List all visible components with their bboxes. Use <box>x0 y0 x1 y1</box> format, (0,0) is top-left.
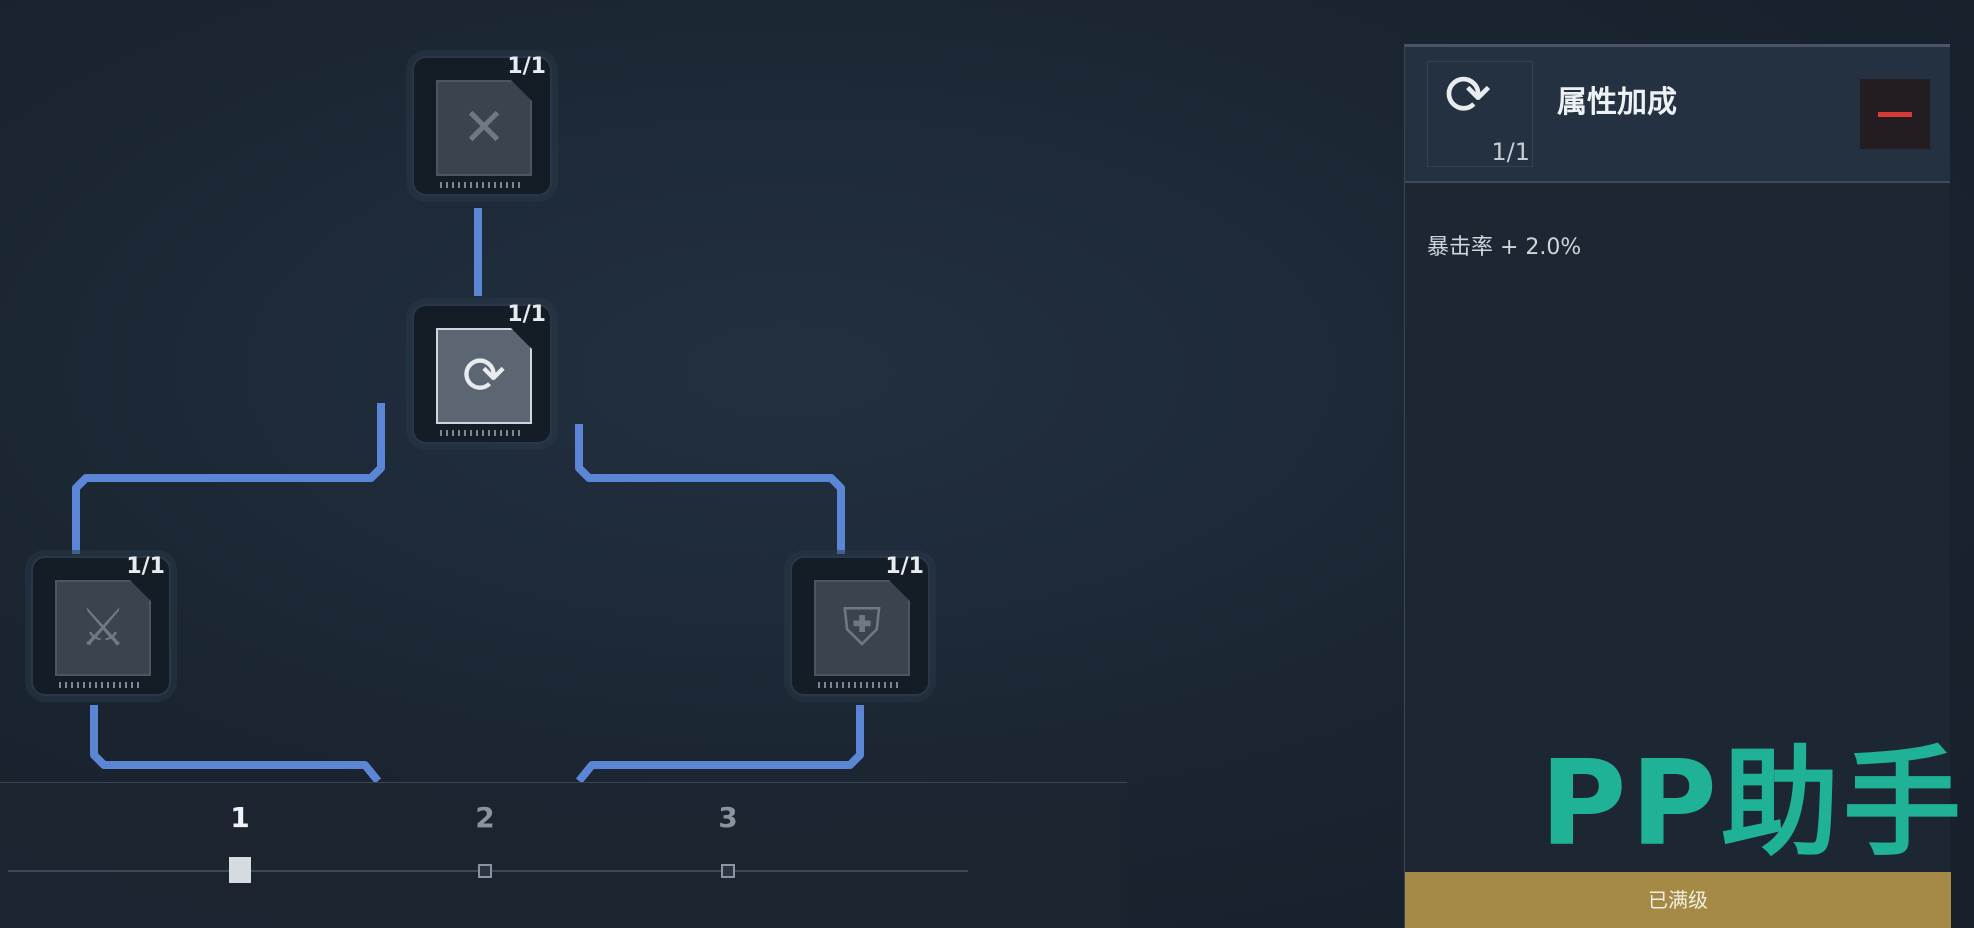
bullet-cycle-icon: ⟳ <box>1444 63 1492 128</box>
detail-level: 1/1 <box>1491 138 1530 166</box>
chip-pins <box>440 182 524 188</box>
node-level: 1/1 <box>126 554 165 579</box>
link-right-bottom <box>575 705 864 784</box>
detail-panel: ⟳ 1/1 属性加成 暴击率 + 2.0% 已满级 <box>1404 44 1951 928</box>
link-middle-right <box>575 424 845 554</box>
skill-node-left[interactable]: ⚔ 1/1 <box>31 554 171 696</box>
tier-2-dot[interactable] <box>478 864 492 878</box>
node-level: 1/1 <box>507 54 546 79</box>
skill-node-right[interactable]: ⛨ 1/1 <box>790 554 930 696</box>
chip-pins <box>818 682 902 688</box>
tier-selector: 1 2 3 <box>0 782 1127 928</box>
tier-1-label[interactable]: 1 <box>230 801 250 834</box>
detail-header: ⟳ 1/1 属性加成 <box>1405 47 1950 183</box>
watermark: PP助手 <box>1540 734 1965 872</box>
link-left-bottom <box>90 705 382 784</box>
skill-node-middle[interactable]: ⟳ 1/1 <box>412 302 552 444</box>
detail-icon-frame: ⟳ 1/1 <box>1427 61 1533 167</box>
tier-3-dot[interactable] <box>721 864 735 878</box>
detail-title: 属性加成 <box>1557 85 1677 120</box>
tier-1-handle[interactable] <box>229 857 251 883</box>
max-level-button[interactable]: 已满级 <box>1405 872 1951 928</box>
bullet-cross-icon: ✕ <box>462 98 506 158</box>
skill-node-top[interactable]: ✕ 1/1 <box>412 54 552 196</box>
armor-icon: ⛨ <box>842 597 882 658</box>
tier-3-label[interactable]: 3 <box>718 801 738 834</box>
stat-bonus: 暴击率 + 2.0% <box>1427 235 1582 260</box>
downgrade-button[interactable] <box>1860 79 1930 149</box>
link-middle-left <box>72 403 385 554</box>
minus-icon <box>1878 111 1912 117</box>
node-level: 1/1 <box>885 554 924 579</box>
chip-pins <box>59 682 143 688</box>
node-level: 1/1 <box>507 302 546 327</box>
crossed-swords-icon: ⚔ <box>79 598 127 658</box>
bullet-cycle-icon: ⟳ <box>462 346 506 406</box>
chip-pins <box>440 430 524 436</box>
tier-2-label[interactable]: 2 <box>475 801 495 834</box>
